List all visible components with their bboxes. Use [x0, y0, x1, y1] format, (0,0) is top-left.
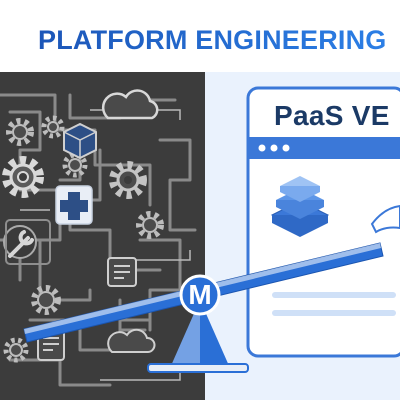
medical-cross-icon: [55, 185, 93, 225]
gear-icon: [109, 161, 147, 199]
m-badge: M: [188, 279, 212, 310]
speech-bubble-icon: [370, 204, 400, 234]
seesaw: [23, 242, 384, 373]
cube-icon: [63, 122, 97, 160]
gear-icon: [41, 115, 65, 139]
cloud-icon: [107, 328, 156, 353]
gear-icon: [62, 152, 88, 178]
gear-icon: [136, 211, 164, 239]
wrench-icon: [3, 225, 37, 259]
page-title: PLATFORM ENGINEERING: [38, 25, 387, 55]
window-title: PaaS VE: [274, 100, 390, 131]
monitor-icon: [5, 219, 51, 265]
layer-stack-icon: [270, 176, 330, 237]
gear-icon: [3, 337, 29, 363]
gear-icon: [2, 156, 44, 198]
document-icon: [107, 257, 137, 287]
title-bar: PLATFORM ENGINEERING: [0, 0, 400, 70]
window-title-area: PaaS VE: [248, 88, 400, 140]
content-lines: [272, 292, 396, 316]
cloud-icon: [101, 89, 159, 120]
gear-icon: [6, 118, 34, 146]
gear-icon: [31, 285, 61, 315]
